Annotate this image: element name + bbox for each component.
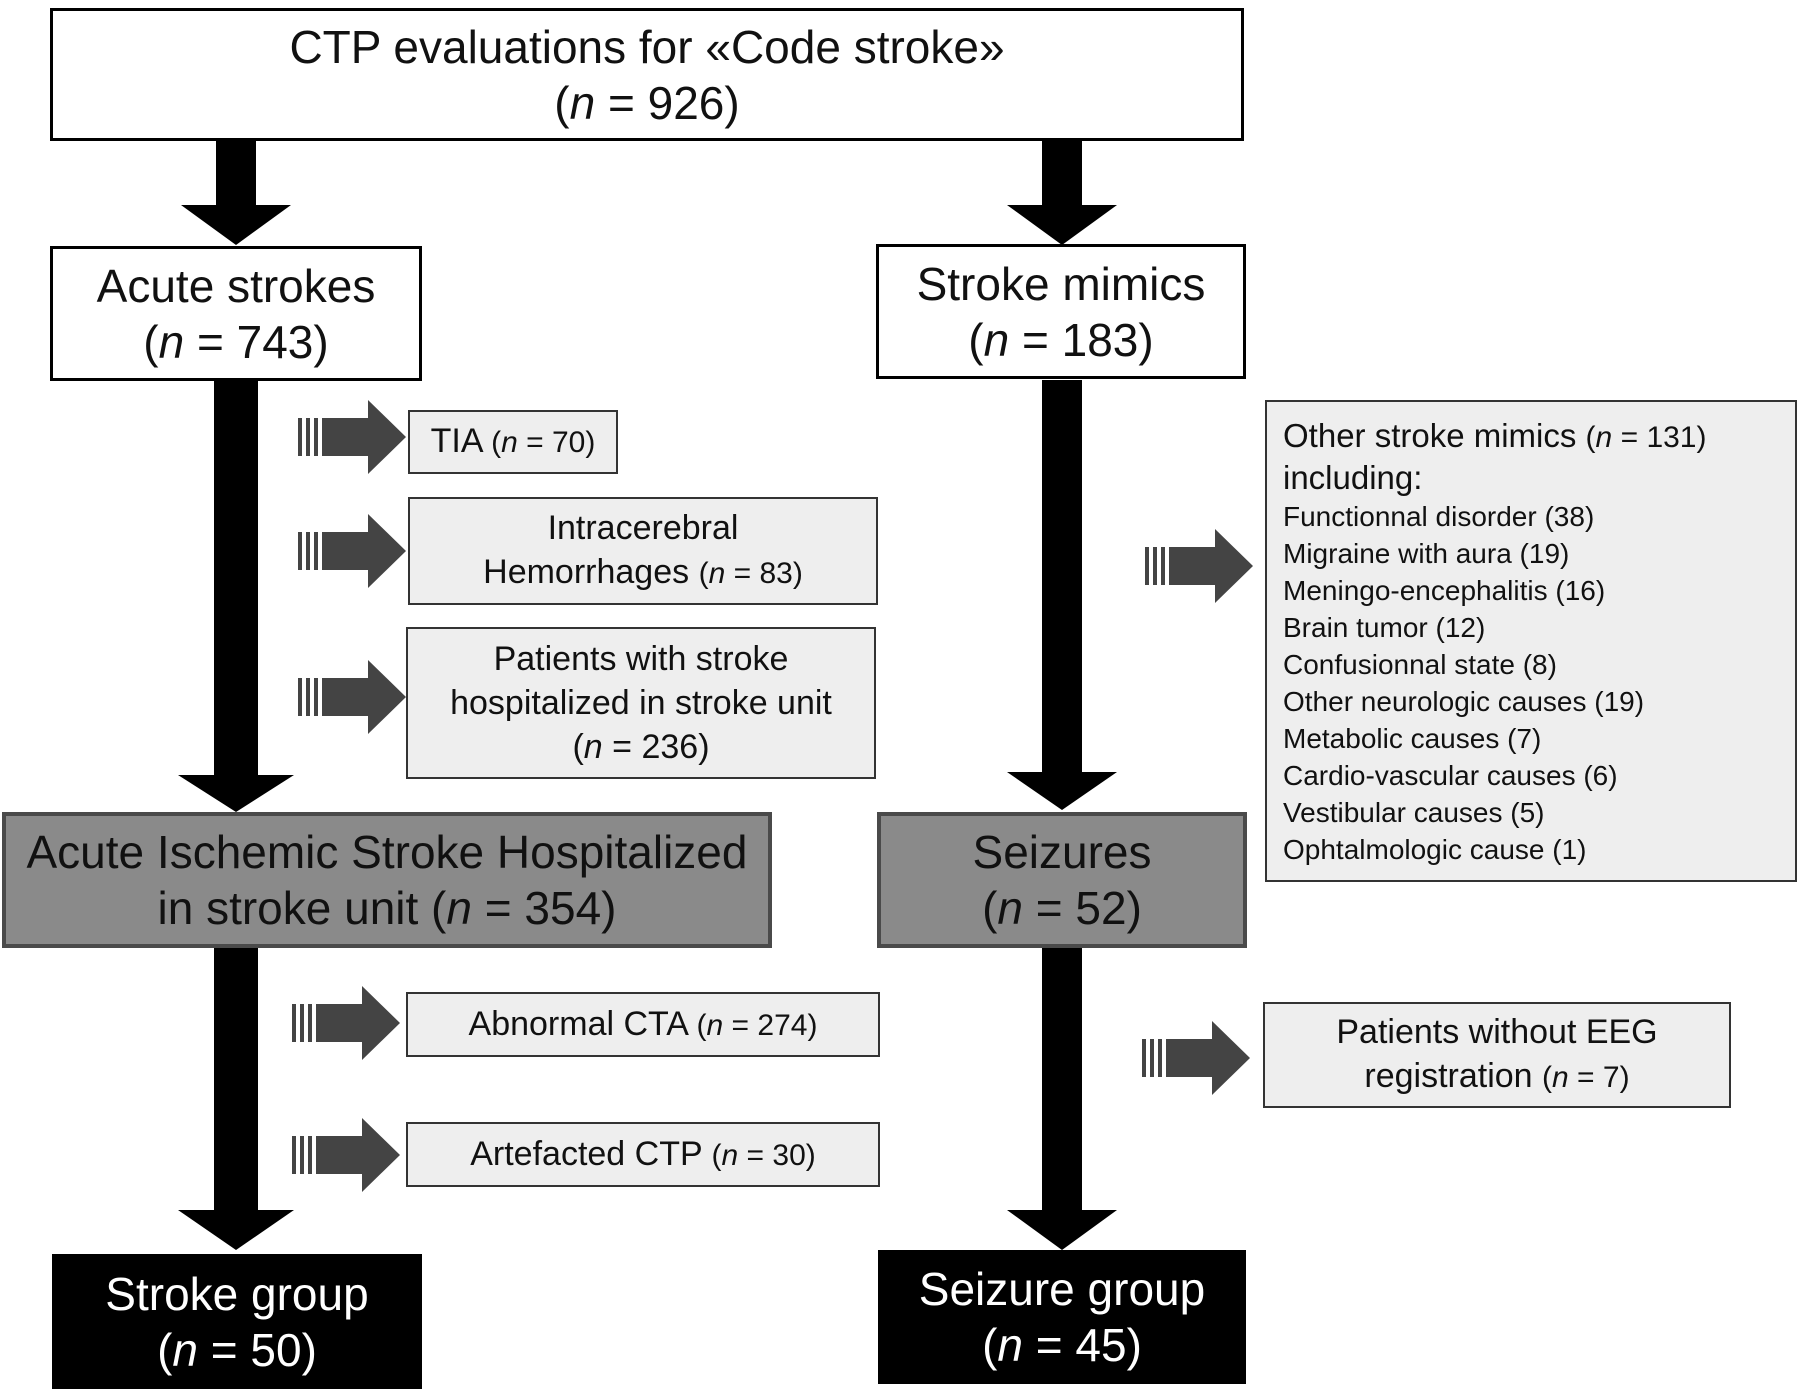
stroke-unit-count: 236 [641,728,699,766]
artefacted-ctp-box: Artefacted CTP (n = 30) [406,1122,880,1187]
seizures-box: Seizures (n = 52) [877,812,1247,948]
stroke-group-title: Stroke group [105,1267,369,1320]
tia-count: 70 [552,426,586,459]
patients-without-eeg-box: Patients without EEG registration (n = 7… [1263,1002,1731,1108]
seizures-count: 52 [1075,882,1127,934]
side-arrow-ich [298,514,406,588]
intracerebral-hemorrhages-box: Intracerebral Hemorrhages (n = 83) [408,497,878,605]
side-arrow-eeg [1142,1021,1250,1095]
seizure-group-count: 45 [1075,1319,1127,1371]
stroke-group-box: Stroke group (n = 50) [52,1254,422,1389]
side-arrows [292,400,1253,1192]
list-item: Ophtalmologic cause (1) [1283,834,1587,865]
seizures-title: Seizures [972,826,1152,878]
eeg-count: 7 [1602,1061,1620,1094]
arrow-ais-to-stroke-group [178,945,294,1250]
n-symbol: n [583,728,603,766]
side-arrow-other-mimics [1145,529,1253,603]
eeg-line1: Patients without EEG [1336,1013,1658,1051]
seizure-group-title: Seizure group [918,1263,1206,1315]
arrow-seizures-to-seizure-group [1007,945,1117,1250]
list-item: Functionnal disorder (38) [1283,501,1595,532]
side-arrow-cta [292,986,400,1060]
arrow-mimics-to-seizures [1007,380,1117,810]
n-symbol: n [501,426,518,459]
n-symbol: n [721,1138,739,1172]
ich-line1: Intracerebral [547,509,739,547]
list-item: Migraine with aura (19) [1283,538,1570,569]
seizure-group-box: Seizure group (n = 45) [878,1250,1246,1384]
arrow-top-to-acute [181,138,291,245]
other-mimics-subtitle: including: [1283,459,1423,496]
n-symbol: n [446,882,472,934]
acute-strokes-title: Acute strokes [96,259,376,312]
n-symbol: n [172,1323,198,1376]
stroke-mimics-box: Stroke mimics (n = 183) [876,244,1246,379]
ctp-evaluations-box: CTP evaluations for «Code stroke» (n = 9… [50,8,1244,141]
stroke-unit-line2: hospitalized in stroke unit [450,684,832,722]
list-item: Cardio-vascular causes (6) [1283,760,1618,791]
side-arrow-ctp [292,1118,400,1192]
ctp-evaluations-count: 926 [647,76,725,129]
cta-count: 274 [757,1008,808,1042]
list-item: Vestibular causes (5) [1283,797,1545,828]
stroke-mimics-count: 183 [1061,313,1139,366]
ctp-count: 30 [772,1138,806,1172]
stroke-unit-line1: Patients with stroke [493,640,789,678]
tia-box: TIA (n = 70) [408,410,618,474]
ais-line2: in stroke unit [157,882,419,934]
ctp-evaluations-title: CTP evaluations for «Code stroke» [289,20,1005,73]
n-symbol: n [706,1008,724,1042]
n-symbol: n [708,557,726,590]
other-stroke-mimics-box: Other stroke mimics (n = 131) including:… [1265,400,1797,882]
stroke-unit-patients-box: Patients with stroke hospitalized in str… [406,627,876,779]
list-item: Brain tumor (12) [1283,612,1486,643]
n-symbol: n [983,313,1010,366]
n-symbol: n [1552,1061,1569,1094]
n-symbol: n [1595,421,1613,454]
list-item: Meningo-encephalitis (16) [1283,575,1606,606]
arrow-top-to-mimics [1007,138,1117,245]
list-item: Other neurologic causes (19) [1283,686,1645,717]
side-arrow-stroke-unit [298,660,406,734]
ich-line2: Hemorrhages [483,553,690,591]
ais-line1: Acute Ischemic Stroke Hospitalized [26,826,748,878]
main-arrows [178,138,1117,1250]
tia-label: TIA [430,422,482,460]
other-mimics-title: Other stroke mimics [1283,417,1577,454]
list-item: Metabolic causes (7) [1283,723,1542,754]
ich-count: 83 [759,557,793,590]
n-symbol: n [997,882,1023,934]
acute-strokes-box: Acute strokes (n = 743) [50,246,422,381]
ctp-label: Artefacted CTP [470,1134,703,1173]
other-mimics-count: 131 [1646,421,1697,454]
n-symbol: n [997,1319,1023,1371]
abnormal-cta-box: Abnormal CTA (n = 274) [406,992,880,1057]
arrow-acute-to-ais [178,380,294,812]
stroke-mimics-title: Stroke mimics [916,257,1206,310]
side-arrow-tia [298,400,406,474]
n-symbol: n [158,315,185,368]
acute-ischemic-stroke-box: Acute Ischemic Stroke Hospitalized in st… [2,812,772,948]
list-item: Confusionnal state (8) [1283,649,1557,680]
cta-label: Abnormal CTA [468,1004,688,1043]
n-symbol: n [569,76,596,129]
eeg-line2: registration [1364,1057,1533,1095]
acute-strokes-count: 743 [236,315,314,368]
ais-count: 354 [524,882,602,934]
stroke-group-count: 50 [250,1323,302,1376]
